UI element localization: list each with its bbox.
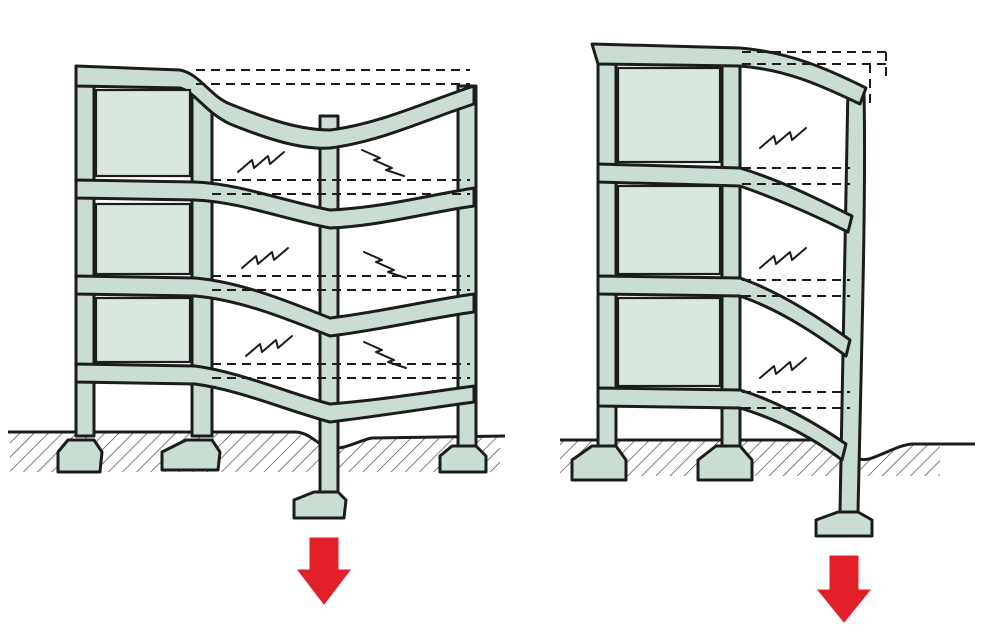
left-footing-4 (438, 444, 488, 474)
right-panels (616, 66, 722, 388)
zigzag-crack-icon (245, 335, 293, 357)
zigzag-crack-icon (237, 151, 285, 173)
right-footing-2 (696, 444, 754, 482)
down-arrow-icon (296, 537, 352, 605)
zigzag-crack-icon (363, 251, 407, 279)
left-footing-3 (292, 490, 348, 520)
left-cracks (237, 149, 407, 369)
zigzag-crack-icon (241, 247, 289, 269)
right-panel-r2c1 (616, 184, 722, 276)
right-frame (570, 42, 874, 538)
left-roof-beam (74, 64, 476, 150)
right-dashed-references (742, 51, 887, 409)
ground-hatch-left (10, 432, 500, 472)
left-panel-r1c1 (94, 88, 192, 178)
zigzag-crack-icon (361, 149, 405, 177)
left-column-3 (318, 114, 340, 494)
left-panel-r3c1 (94, 296, 192, 364)
left-frame (56, 64, 488, 520)
down-arrow-icon (816, 555, 872, 623)
left-dashed-references (196, 69, 470, 379)
right-column-2 (720, 54, 742, 448)
right-beam-floor1 (596, 386, 848, 462)
left-beam-floor2 (74, 274, 476, 338)
zigzag-crack-icon (759, 357, 807, 379)
left-footing-1 (56, 438, 104, 474)
left-panel-r2c1 (94, 202, 192, 276)
zigzag-crack-icon (759, 247, 807, 269)
right-roof-beam (590, 42, 868, 106)
left-panels (94, 88, 192, 364)
right-footing-1 (570, 444, 628, 482)
right-cracks (759, 127, 807, 379)
right-beam-floor2 (596, 274, 852, 358)
settlement-arrows (296, 537, 872, 623)
left-beam-floor3 (74, 178, 476, 230)
left-beam-floor1 (74, 362, 476, 424)
right-footing-3 (814, 510, 874, 538)
zigzag-crack-icon (363, 341, 407, 369)
right-panel-r3c1 (616, 296, 722, 388)
left-footing-2 (160, 438, 222, 472)
right-beam-floor3 (596, 162, 854, 234)
zigzag-crack-icon (759, 127, 807, 149)
right-panel-r1c1 (616, 66, 722, 164)
